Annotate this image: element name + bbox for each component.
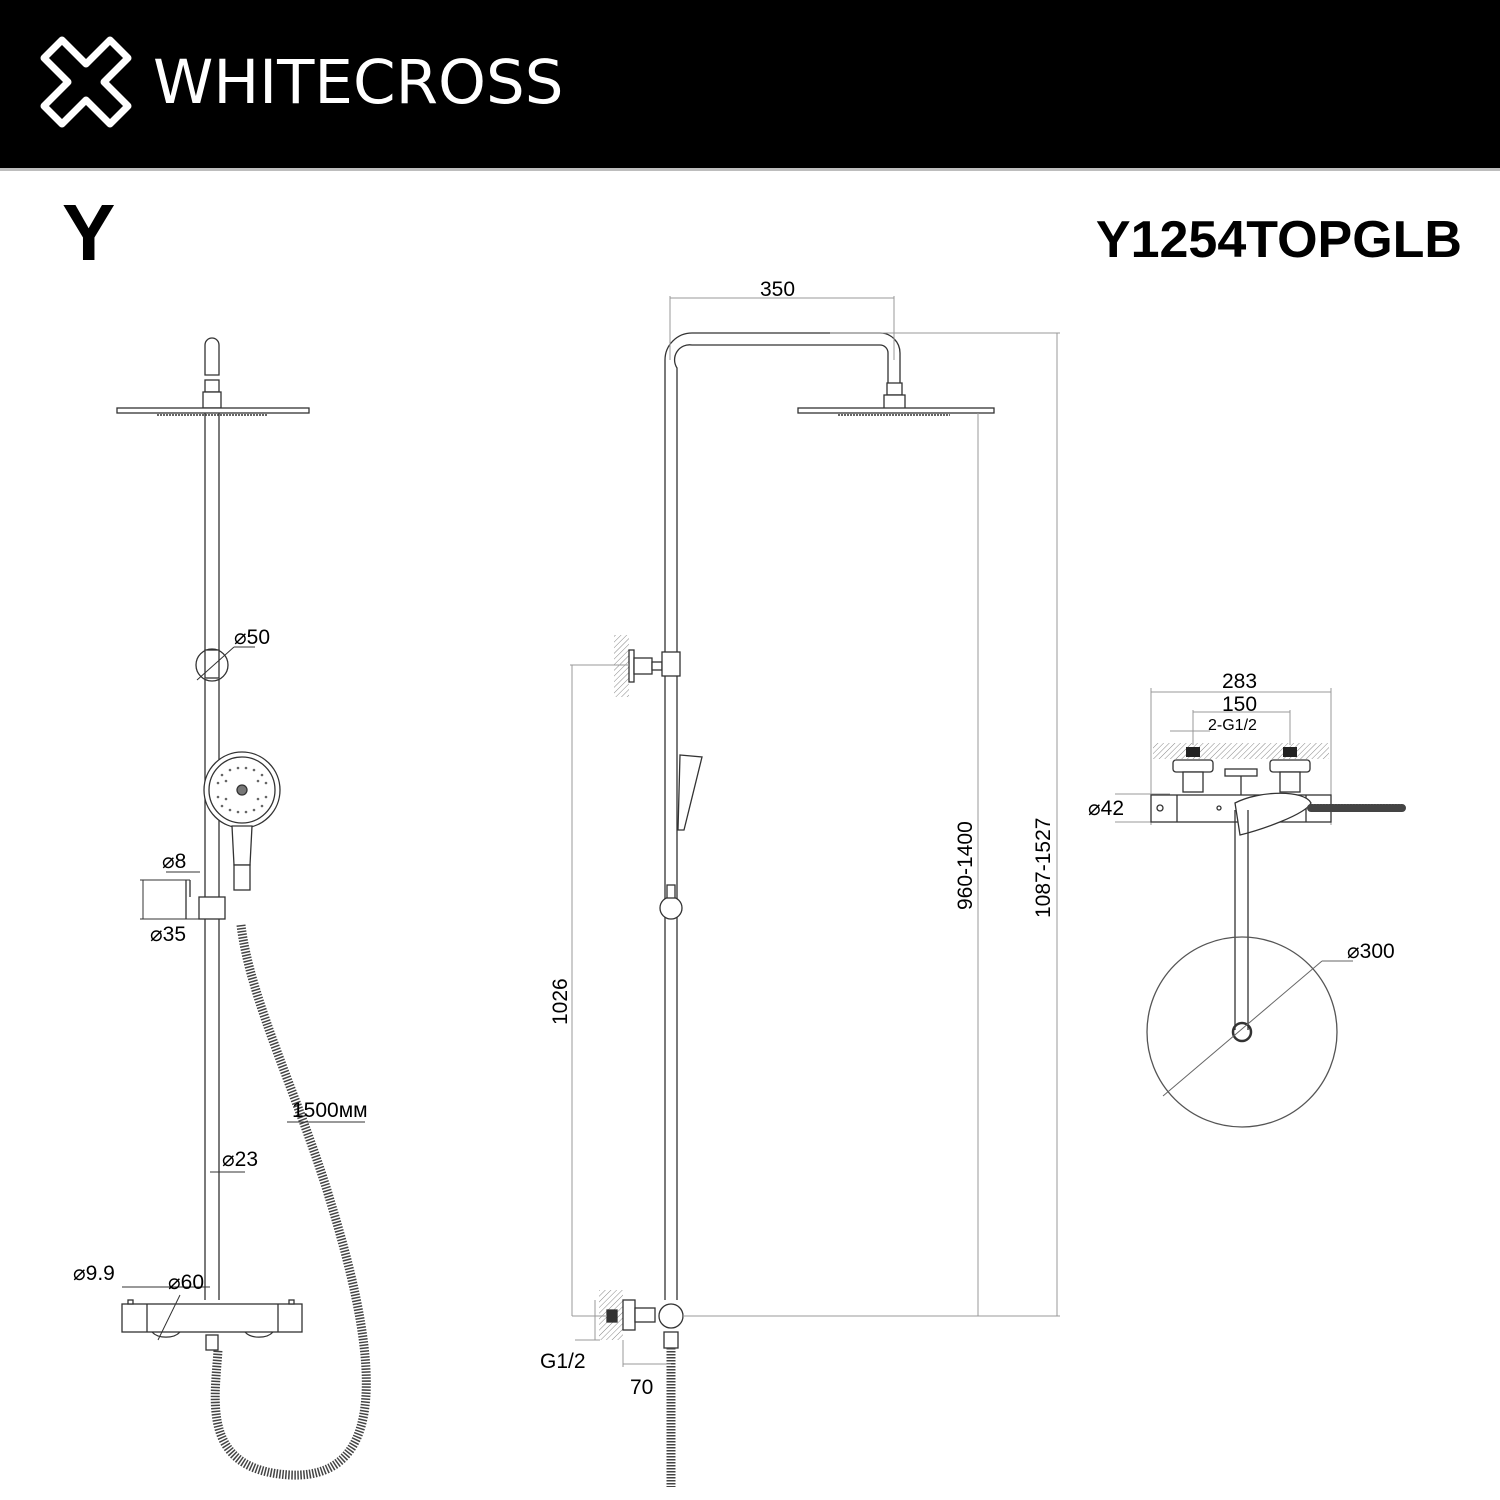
hook-diameter-label: ⌀8 bbox=[162, 850, 186, 873]
arm-length-label: 350 bbox=[760, 278, 795, 301]
top-view bbox=[1115, 688, 1406, 1128]
series-letter: Y bbox=[62, 188, 116, 277]
bracket-height-label: 1026 bbox=[549, 978, 572, 1025]
handle-diameter-label: ⌀60 bbox=[168, 1271, 204, 1294]
overall-width-label: 283 bbox=[1222, 670, 1257, 693]
inlets-label: 2-G1/2 bbox=[1208, 717, 1257, 734]
side-view bbox=[570, 296, 1060, 1487]
slider-diameter-label: ⌀50 bbox=[234, 626, 270, 649]
head-height-range-label: 960-1400 bbox=[954, 821, 977, 910]
side-view-labels: 350 960-1400 1087-1527 1026 G1/2 70 bbox=[540, 278, 1055, 1399]
holder-diameter-label: ⌀35 bbox=[150, 923, 186, 946]
brand-name: WHITECROSS bbox=[153, 47, 564, 118]
pipe-diameter-label: ⌀23 bbox=[222, 1148, 258, 1171]
body-diameter-label: ⌀42 bbox=[1088, 797, 1124, 820]
thread-label: G1/2 bbox=[540, 1350, 586, 1373]
top-view-labels: 283 150 2-G1/2 ⌀42 ⌀300 bbox=[1088, 670, 1395, 963]
x-cross-logo-icon bbox=[40, 36, 132, 128]
total-height-range-label: 1087-1527 bbox=[1032, 818, 1055, 918]
head-diameter-label: ⌀300 bbox=[1347, 940, 1395, 963]
front-view bbox=[116, 337, 371, 1480]
model-number: Y1254TOPGLB bbox=[1095, 211, 1462, 269]
wall-offset-label: 70 bbox=[630, 1376, 653, 1399]
front-view-labels: ⌀50 ⌀8 ⌀35 1500мм ⌀23 ⌀9.9 ⌀60 bbox=[73, 626, 368, 1294]
header-bar: WHITECROSS bbox=[0, 0, 1500, 171]
outlet-diameter-label: ⌀9.9 bbox=[73, 1262, 115, 1285]
inlet-spacing-label: 150 bbox=[1222, 693, 1257, 716]
hose-length-label: 1500мм bbox=[292, 1099, 368, 1122]
